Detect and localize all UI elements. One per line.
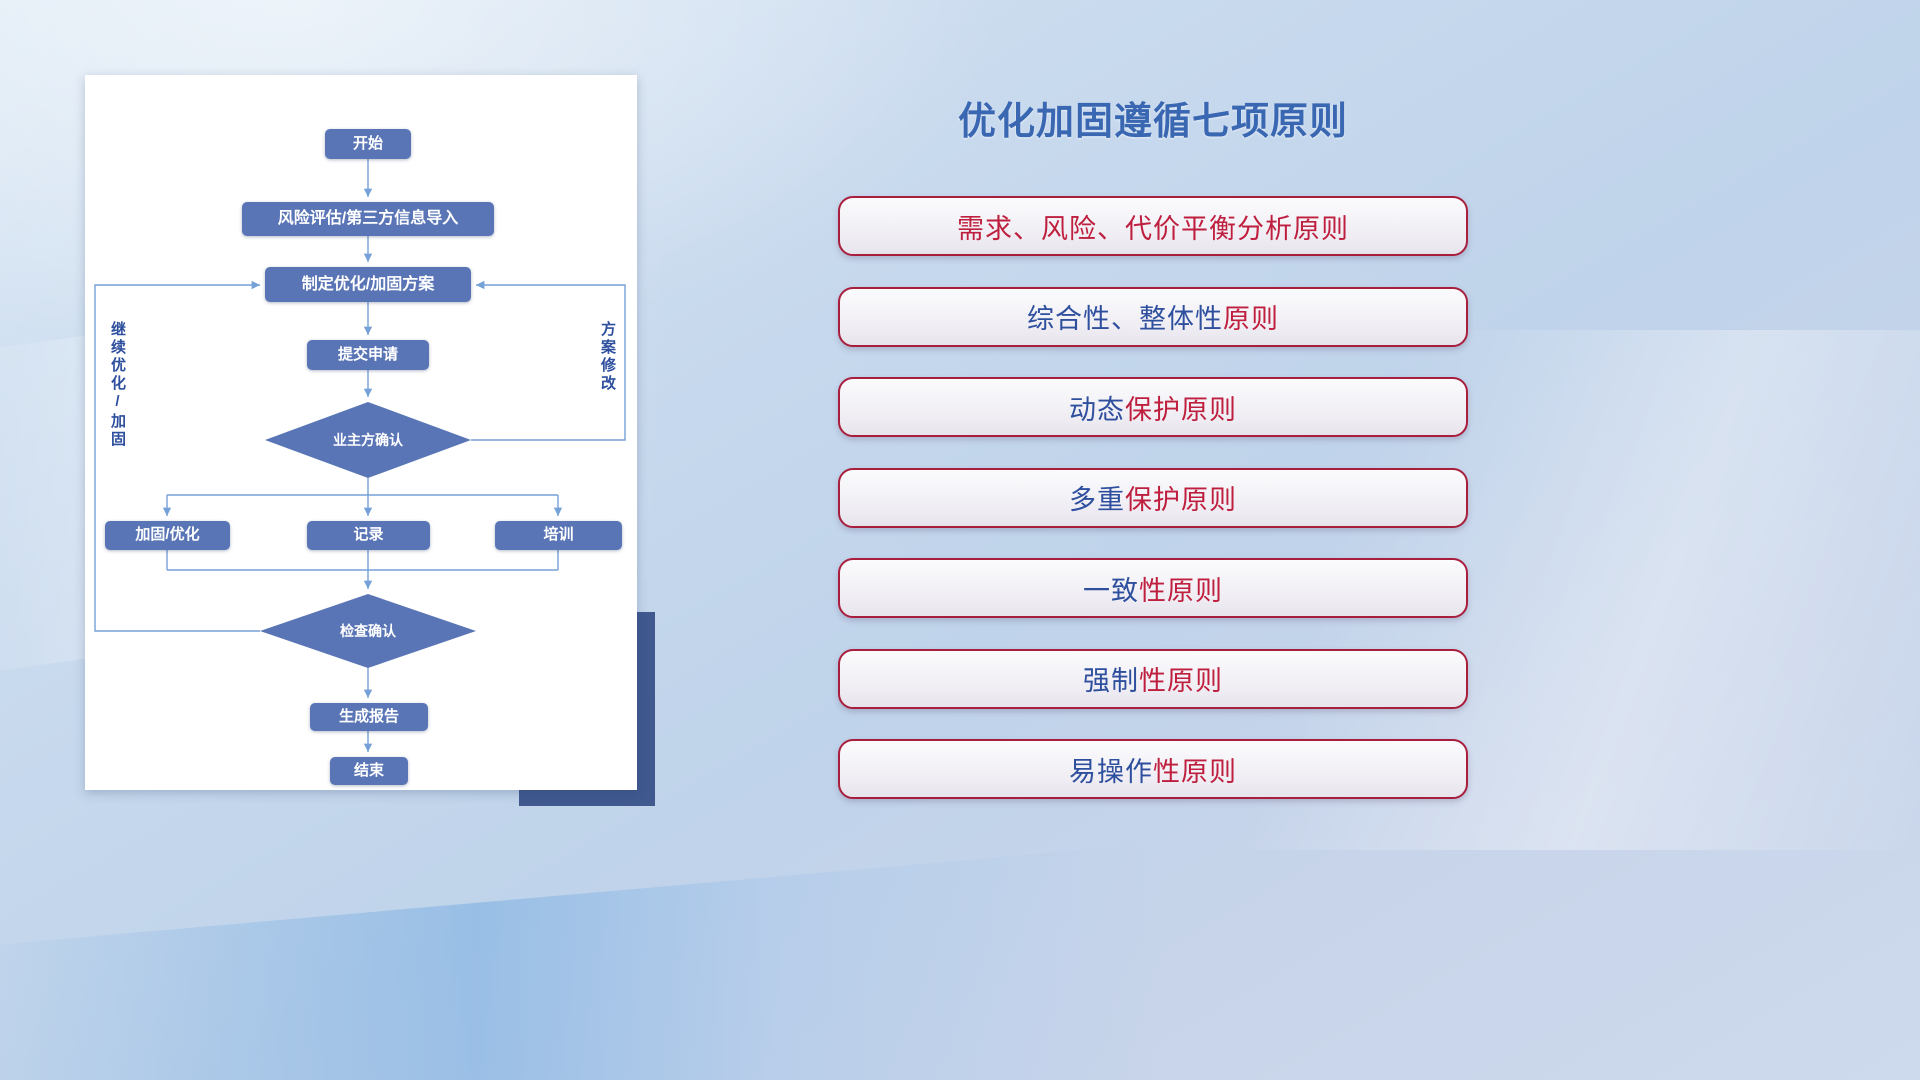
flow-node-reinforce-optimize: 加固/优化 [105,521,230,550]
flow-node-start: 开始 [325,129,411,159]
principles-list: 需求、风险、代价平衡分析原则综合性、整体性原则动态保护原则多重保护原则一致性原则… [838,196,1468,830]
flowchart-card: 开始 风险评估/第三方信息导入 制定优化/加固方案 提交申请 业主方确认 加固/… [85,75,637,790]
principle-text: 强制 [1083,666,1139,696]
principle-text: 原则 [1223,304,1279,334]
flow-node-training: 培训 [495,521,622,550]
principle-box: 需求、风险、代价平衡分析原则 [838,196,1468,256]
principle-text: 性原则 [1153,756,1237,787]
loop-label-continue-optimize: 继续优化/加固 [109,321,126,449]
principle-box: 一致性原则 [838,558,1468,618]
flow-node-end: 结束 [330,757,408,785]
principle-text: 需求、风险、代价平衡分析原则 [957,213,1349,244]
principle-text: 保护原则 [1125,394,1237,425]
principle-text: 易操作 [1069,756,1153,787]
principle-text: 综合性、整体性 [1027,304,1223,334]
principle-box: 多重保护原则 [838,467,1468,528]
principle-text: 多重 [1069,485,1125,515]
principle-box: 易操作性原则 [838,739,1468,799]
flow-node-risk-assessment: 风险评估/第三方信息导入 [242,202,494,236]
principle-text: 保护原则 [1125,485,1237,515]
loop-label-plan-revise: 方案修改 [599,321,616,393]
flow-node-make-plan: 制定优化/加固方案 [265,267,471,302]
page-title: 优化加固遵循七项原则 [957,101,1348,143]
flow-node-record: 记录 [307,521,430,550]
principle-text: 性原则 [1139,666,1223,696]
principle-text: 动态 [1069,394,1125,425]
principle-box: 强制性原则 [838,648,1468,709]
background-streak [0,825,1392,1080]
principle-box: 综合性、整体性原则 [838,286,1468,347]
principle-text: 一致 [1083,575,1139,606]
principle-box: 动态保护原则 [838,377,1468,437]
principle-text: 性原则 [1139,575,1223,606]
flow-node-submit-application: 提交申请 [307,340,429,370]
flow-node-generate-report: 生成报告 [310,703,428,731]
